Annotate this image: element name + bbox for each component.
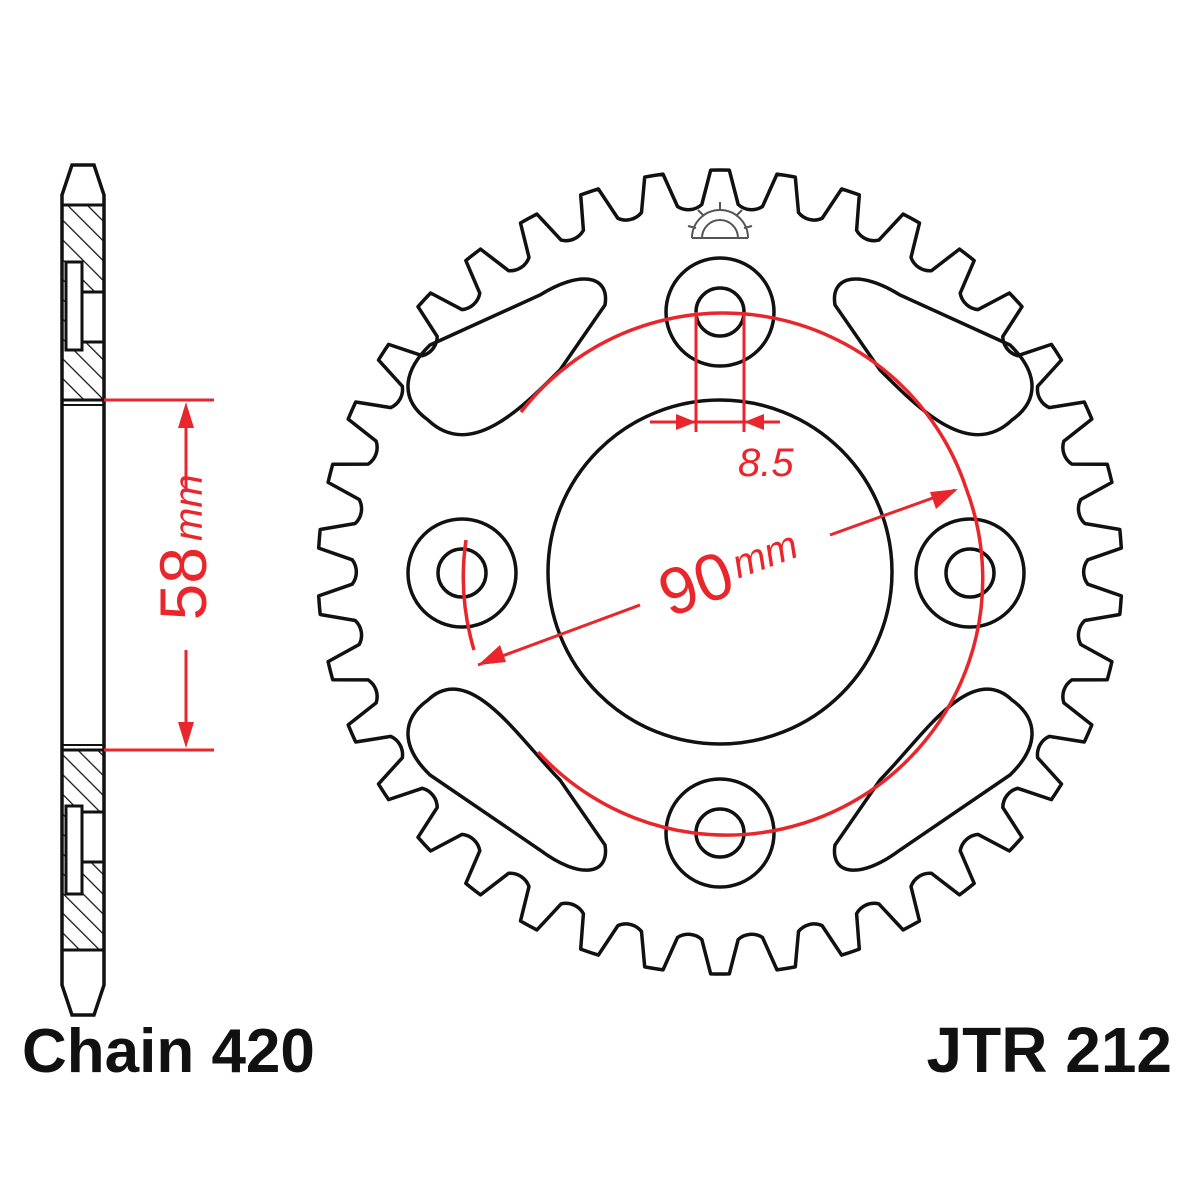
hub-bore-unit: mm <box>167 474 211 541</box>
center-bore <box>546 398 894 746</box>
sprocket-outline <box>316 168 1124 976</box>
sprocket-logo-icon <box>687 202 753 239</box>
side-profile-outline <box>60 163 106 1017</box>
bolt-hole-value: 8.5 <box>738 441 794 485</box>
hub-bore-dimension: 58 mm <box>104 398 220 752</box>
chain-label: Chain 420 <box>22 1017 315 1086</box>
mounting-hole-right <box>914 517 1026 629</box>
pcd-unit: mm <box>726 523 804 587</box>
hub-bore-value: 58 <box>146 547 220 620</box>
pcd-circle-upper <box>519 311 968 489</box>
part-number: JTR 212 <box>927 1014 1172 1086</box>
sprocket-front-view <box>316 168 1124 976</box>
lightening-slot-top-left <box>406 277 608 437</box>
side-profile-view <box>60 163 106 1017</box>
pcd-circle-lower <box>536 487 985 837</box>
lightening-slot-top-right <box>832 277 1034 437</box>
mounting-hole-left <box>406 517 518 629</box>
lightening-slot-bottom-right <box>832 687 1034 872</box>
lightening-slot-bottom-left <box>406 687 608 872</box>
pcd-dimension: 90 mm <box>461 311 985 837</box>
bolt-hole-dimension: 8.5 <box>650 312 794 485</box>
